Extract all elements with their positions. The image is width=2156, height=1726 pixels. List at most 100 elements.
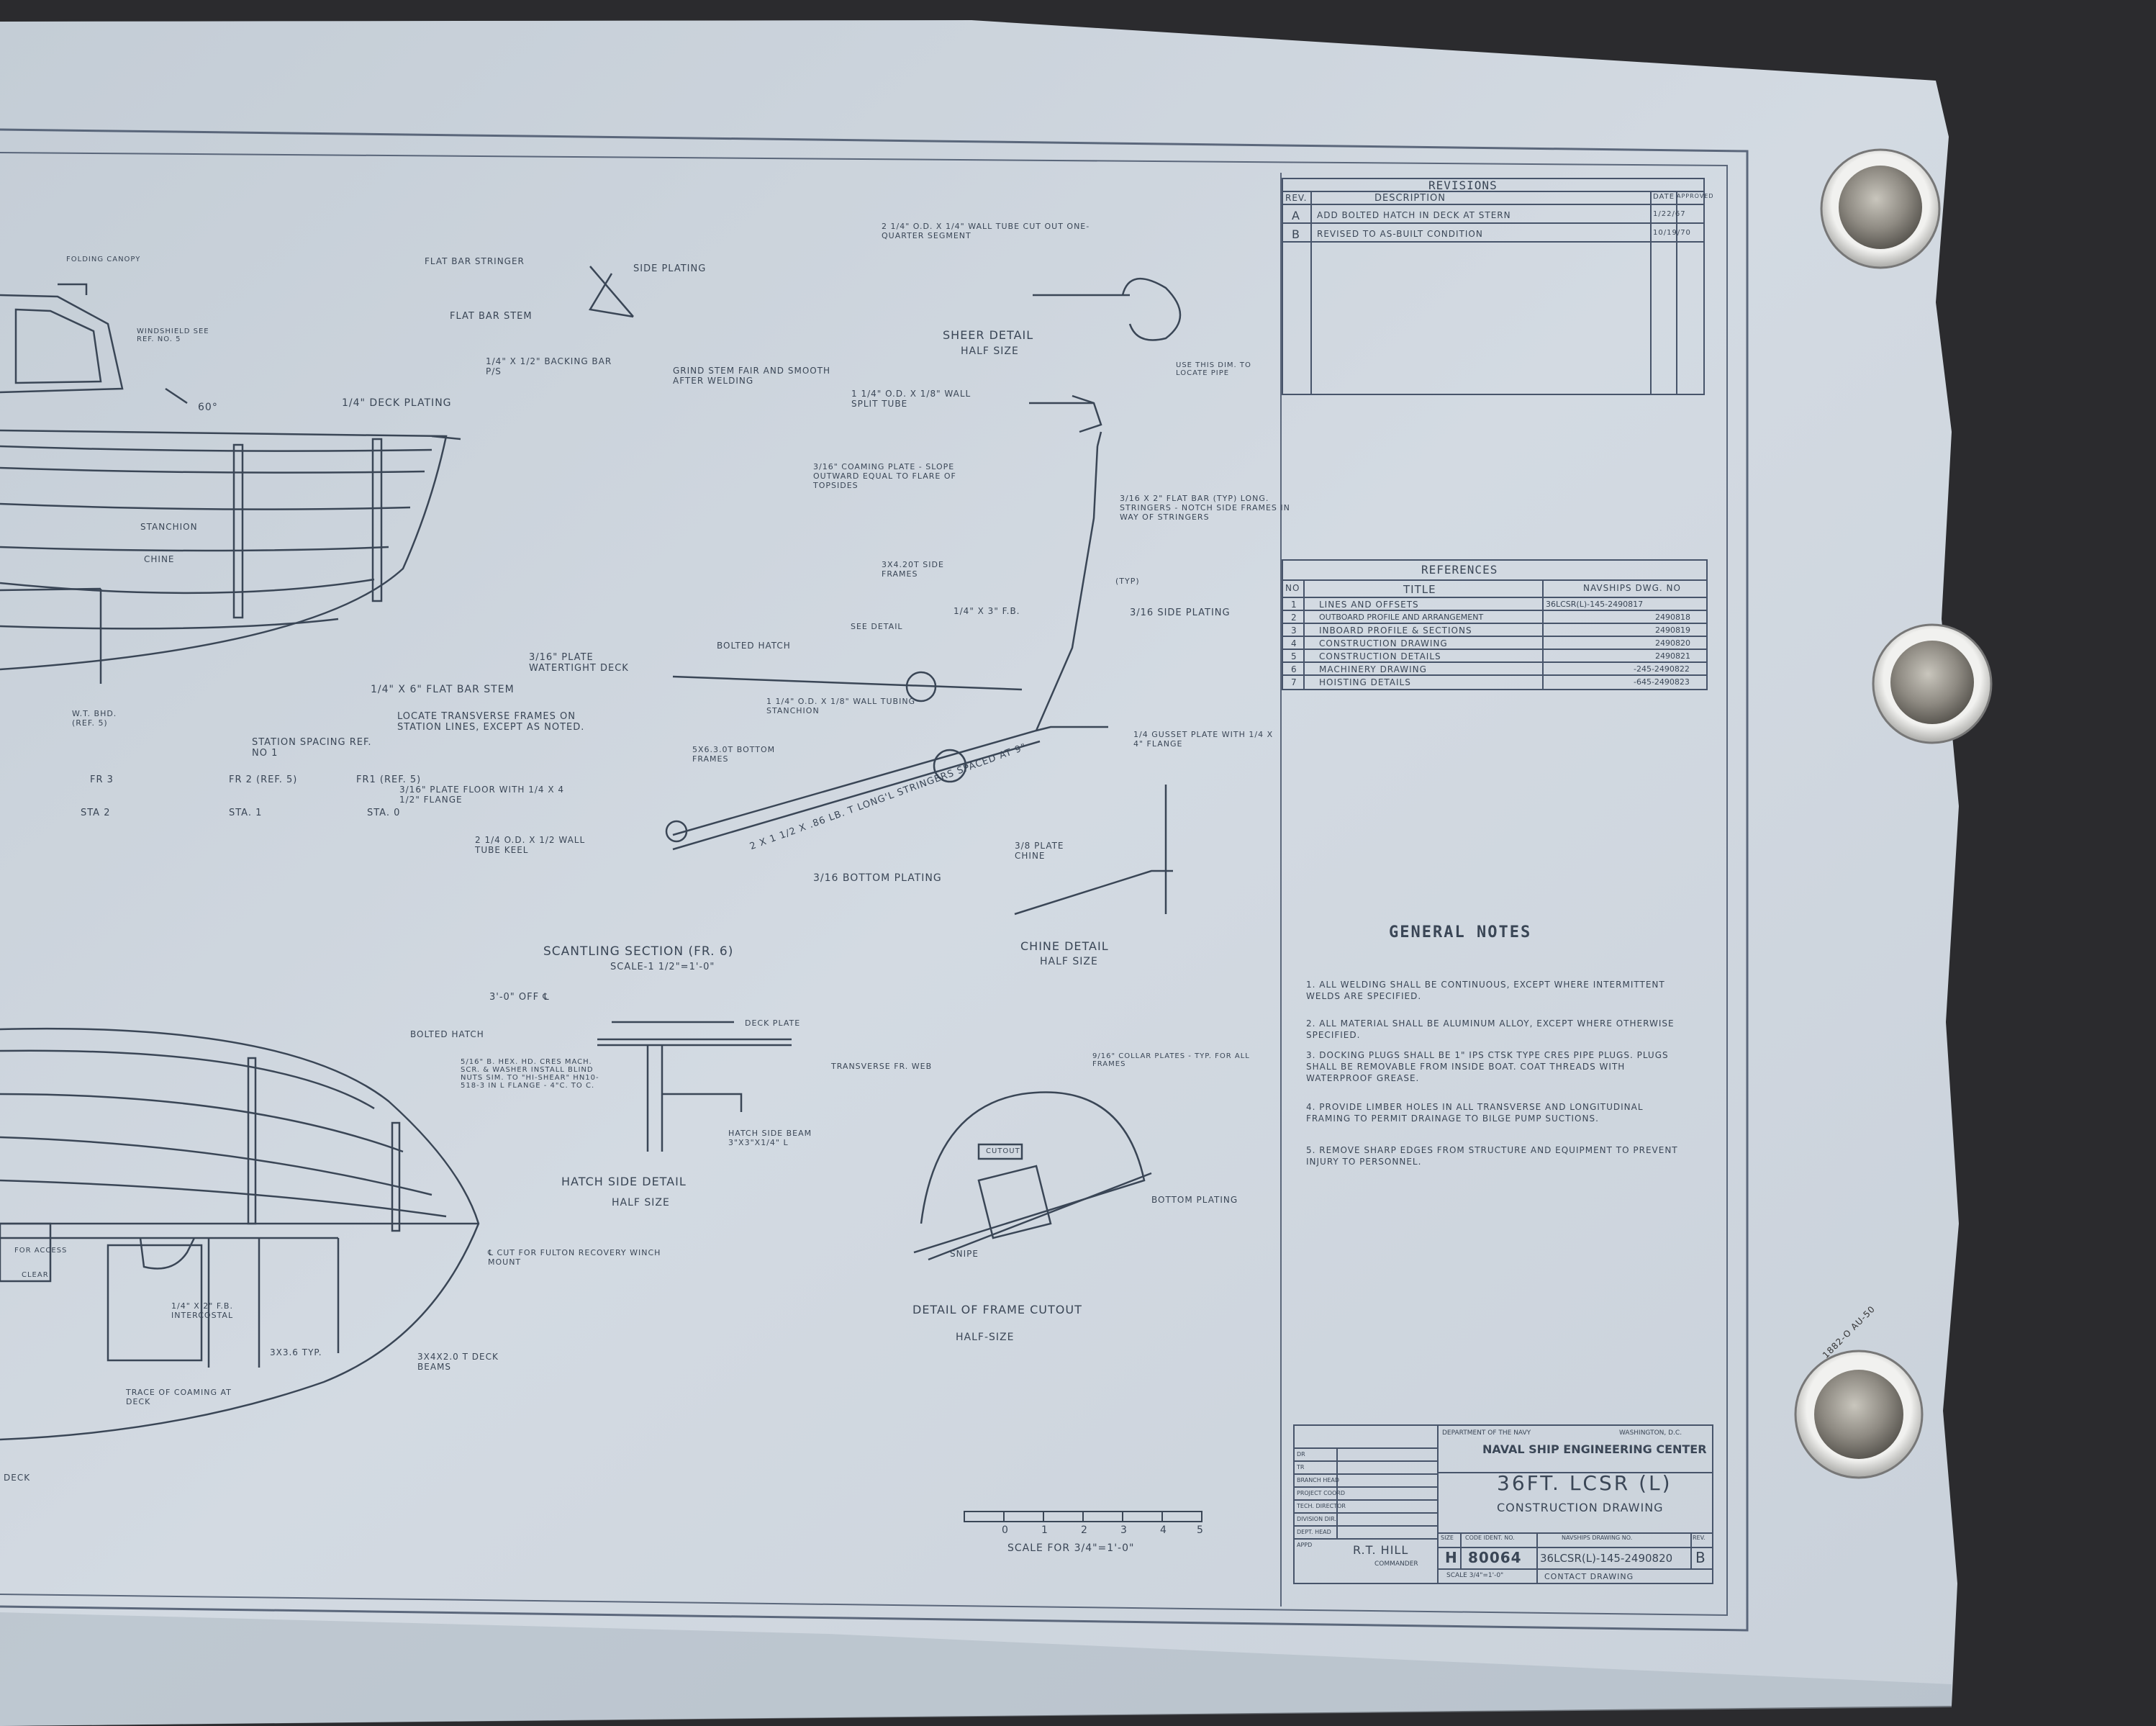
label-chine-plate: 3/8 PLATE CHINE (1015, 841, 1064, 861)
tb-size-label: SIZE (1441, 1535, 1454, 1541)
label-bolts: 5/16" B. HEX. HD. CRES MACH. SCR. & WASH… (461, 1058, 599, 1090)
ref-title-7: HOISTING DETAILS (1319, 677, 1411, 687)
ref-dwg-3: 2490819 (1655, 625, 1690, 635)
ref-header-no: NO (1285, 583, 1300, 593)
label-typ36: 3x3.6 TYP. (270, 1347, 322, 1357)
tb-role-branch: BRANCH HEAD (1297, 1477, 1340, 1483)
tb-role-tech: TECH. DIRECTOR (1297, 1503, 1346, 1509)
tb-approved: R.T. HILL (1353, 1543, 1409, 1557)
label-chine-half: HALF SIZE (1040, 956, 1098, 967)
rev-row-a-rev: A (1292, 209, 1300, 222)
tb-center: NAVAL SHIP ENGINEERING CENTER (1482, 1442, 1707, 1456)
rev-row-a-desc: ADD BOLTED HATCH IN DECK AT STERN (1317, 210, 1511, 220)
tb-dwg-label: NAVSHIPS DRAWING NO. (1562, 1535, 1633, 1541)
paper-sheet (0, 20, 1959, 1726)
label-bottom-plating: 3/16 BOTTOM PLATING (813, 872, 942, 884)
ref-title-4: CONSTRUCTION DRAWING (1319, 638, 1448, 649)
label-see-detail: SEE DETAIL (851, 622, 903, 631)
tb-rev: B (1695, 1549, 1706, 1566)
label-hatch-half: HALF SIZE (612, 1197, 670, 1208)
tb-role-dr: DR (1297, 1451, 1305, 1458)
label-bottom-frames: 5x6.3.0T BOTTOM FRAMES (692, 745, 776, 764)
tb-commander: COMMANDER (1374, 1560, 1418, 1568)
tb-role-dept: DEPT. HEAD (1297, 1529, 1331, 1535)
label-flat-bar-stem2: 1/4" x 6" FLAT BAR STEM (371, 684, 515, 695)
rev-header-approved: APPROVED (1677, 193, 1714, 199)
rev-row-b-date: 10/19/70 (1653, 229, 1691, 237)
label-fulton: ℄ CUT FOR FULTON RECOVERY WINCH MOUNT (488, 1248, 661, 1267)
scantling-section (588, 266, 1182, 916)
label-gusset: 1/4 GUSSET PLATE WITH 1/4 x 4" FLANGE (1133, 730, 1274, 749)
label-sta1: STA. 1 (229, 808, 263, 818)
ref-dwg-4: 2490820 (1655, 638, 1690, 648)
scale-num-0: 0 (1002, 1524, 1009, 1536)
label-hatch-side: HATCH SIDE DETAIL (561, 1175, 687, 1188)
hull-plan (0, 1027, 480, 1441)
label-chine: CHINE (144, 554, 175, 564)
rev-row-a-date: 1/22/67 (1653, 210, 1686, 218)
ref-no-5: 5 (1291, 651, 1297, 661)
label-backing-bar: 1/4" x 1/2" BACKING BAR P/S (486, 356, 612, 376)
label-flat-bar-stem: FLAT BAR STEM (450, 311, 533, 322)
label-intercostal: 1/4" x 2" F.B. INTERCOSTAL (171, 1301, 234, 1320)
general-note-4: 4. PROVIDE LIMBER HOLES IN ALL TRANSVERS… (1306, 1102, 1644, 1124)
scale-num-1: 1 (1041, 1524, 1048, 1536)
label-windshield: WINDSHIELD SEE REF. NO. 5 (137, 327, 209, 343)
general-note-1: 1. ALL WELDING SHALL BE CONTINUOUS, EXCE… (1306, 980, 1665, 1001)
label-folding-canopy: FOLDING CANOPY (66, 256, 141, 263)
tb-code-label: CODE IDENT. NO. (1465, 1535, 1515, 1541)
label-use-dim: USE THIS DIM. TO LOCATE PIPE (1176, 361, 1251, 377)
rev-row-b-rev: B (1292, 227, 1300, 241)
ref-no-7: 7 (1291, 677, 1297, 687)
label-watertight: 3/16" PLATE WATERTIGHT DECK (529, 652, 629, 674)
ref-no-1: 1 (1291, 600, 1297, 610)
label-tube: 2 1/4" O.D. x 1/4" WALL TUBE CUT OUT ONE… (882, 222, 1090, 240)
label-flat-bar-stringer: FLAT BAR STRINGER (425, 256, 525, 266)
label-split-tube: 1 1/4" O.D. x 1/8" WALL SPLIT TUBE (851, 389, 971, 409)
label-flat-bar: 3/16 x 2" FLAT BAR (TYP) LONG. STRINGERS… (1120, 494, 1290, 522)
ref-title-5: CONSTRUCTION DETAILS (1319, 651, 1441, 661)
label-off-cl: 3'-0" OFF ℄ (489, 992, 550, 1003)
label-fr3: FR 3 (90, 774, 114, 785)
revisions-title: REVISIONS (1428, 179, 1498, 192)
label-coaming-deck: TRACE OF COAMING AT DECK (126, 1388, 232, 1406)
references-title: REFERENCES (1421, 563, 1498, 577)
label-sta2: STA 2 (81, 808, 111, 818)
tb-role-appd: APPD (1297, 1542, 1313, 1548)
general-note-2: 2. ALL MATERIAL SHALL BE ALUMINUM ALLOY,… (1306, 1018, 1675, 1040)
label-sheer-half: HALF SIZE (961, 345, 1019, 357)
label-deck-plate: DECK PLATE (745, 1018, 801, 1028)
label-fb: 1/4" x 3" F.B. (954, 606, 1020, 616)
label-tubing-stanchion: 1 1/4" O.D. x 1/8" WALL TUBING STANCHION (766, 697, 916, 715)
ref-dwg-6: -245-2490822 (1634, 664, 1690, 674)
label-web: TRANSVERSE FR. WEB (831, 1062, 933, 1071)
label-clear: CLEAR (22, 1271, 49, 1279)
tb-boat: 36FT. LCSR (L) (1497, 1471, 1672, 1495)
tb-dept: DEPARTMENT OF THE NAVY (1442, 1429, 1531, 1437)
ref-header-title: TITLE (1403, 583, 1436, 596)
label-bolted-hatch2: BOLTED HATCH (410, 1029, 484, 1039)
label-fr2: FR 2 (REF. 5) (229, 774, 298, 785)
ref-no-2: 2 (1291, 613, 1297, 623)
hatch-side-detail (597, 1021, 792, 1152)
tb-size: H (1445, 1549, 1458, 1566)
rev-header-desc: DESCRIPTION (1374, 193, 1446, 204)
label-frame-cutout: DETAIL OF FRAME CUTOUT (912, 1303, 1082, 1316)
ref-dwg-1: 36LCSR(L)-145-2490817 (1546, 600, 1644, 609)
label-for-access: FOR ACCESS (14, 1247, 68, 1255)
label-coaming: 3/16" COAMING PLATE - SLOPE OUTWARD EQUA… (813, 462, 956, 490)
label-scale-for: SCALE FOR 3/4"=1'-0" (1007, 1542, 1135, 1554)
label-deck-plating: 1/4" DECK PLATING (342, 397, 452, 409)
tb-drawing: CONSTRUCTION DRAWING (1497, 1501, 1664, 1514)
label-scantling-scale: SCALE-1 1/2"=1'-0" (610, 962, 715, 972)
ref-title-1: LINES AND OFFSETS (1319, 600, 1419, 610)
scale-num-3: 3 (1120, 1524, 1128, 1536)
label-keel: 2 1/4 O.D. x 1/2 WALL TUBE KEEL (475, 835, 586, 855)
label-side-plating2: 3/16 SIDE PLATING (1130, 607, 1231, 618)
label-bolted-hatch: BOLTED HATCH (717, 641, 791, 651)
label-stanchion: STANCHION (140, 522, 198, 532)
label-scantling: SCANTLING SECTION (FR. 6) (543, 944, 734, 959)
label-station-spacing: STATION SPACING REF. NO 1 (252, 737, 372, 759)
label-deck-beams: 3x4x2.0 T DECK BEAMS (417, 1352, 499, 1372)
ref-dwg-2: 2490818 (1655, 613, 1690, 622)
